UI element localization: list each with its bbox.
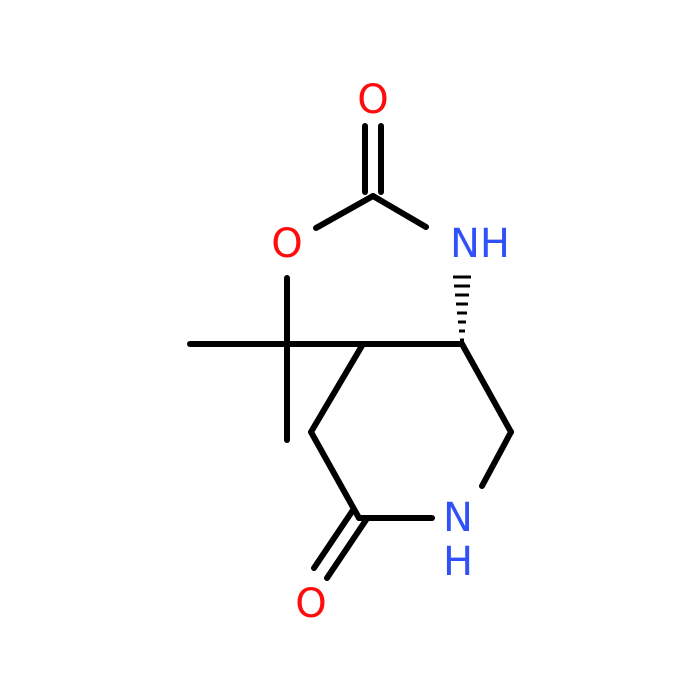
atom-label-lactam-n: N — [443, 495, 473, 541]
atom-label-ring-oxygen: O — [271, 221, 302, 267]
hashed-wedge-bond — [453, 275, 471, 342]
atom-label-carbamate-nh: NH — [450, 221, 510, 267]
bond-junction-ch2-left — [308, 341, 366, 435]
bond-lactam-carbonyl-b — [324, 517, 369, 581]
bond-stereo-ch2-right — [459, 341, 514, 435]
bond-lactam-carbonyl-a — [311, 507, 356, 571]
bond-carbonyl-ring-oxygen — [313, 193, 376, 231]
bonds — [187, 123, 514, 581]
atom-label-oxygen-top: O — [357, 77, 388, 123]
bond-carbonyl-nh — [370, 193, 429, 230]
atom-label-oxygen-bottom: O — [295, 581, 326, 627]
bond-ch2-lactam-carbon — [308, 429, 362, 521]
atom-label-lactam-h: H — [443, 539, 473, 585]
atom-labels: O O NH N H O — [271, 77, 510, 627]
bond-ch2-right-nitrogen — [479, 429, 514, 489]
